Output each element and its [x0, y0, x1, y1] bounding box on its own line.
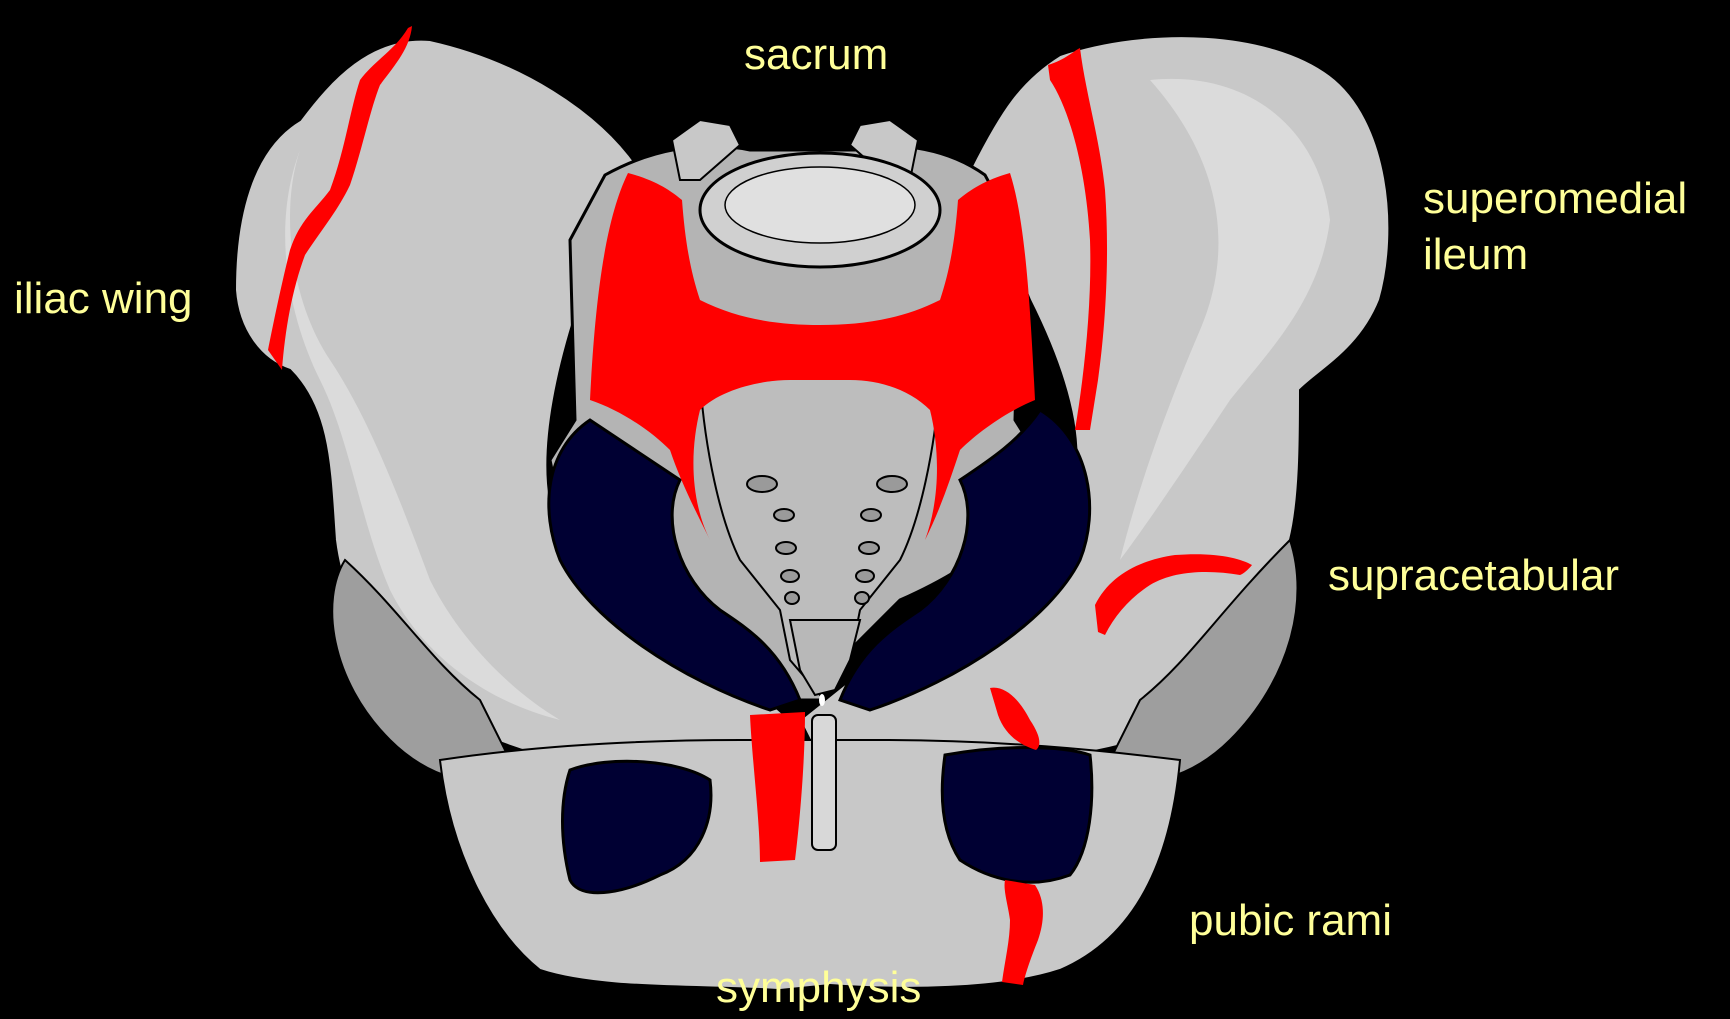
foramen-right-5 [855, 592, 869, 604]
right-obturator-foramen [942, 748, 1092, 883]
sacral-promontory-inner [725, 167, 915, 243]
supracetabular-label: supracetabular [1328, 548, 1619, 604]
superomedial-label-line2: ileum [1423, 227, 1687, 283]
pubic-symphysis [812, 715, 836, 850]
foramen-right-3 [859, 542, 879, 554]
foramen-right-4 [856, 570, 874, 582]
superomedial-label-line1: superomedial [1423, 171, 1687, 227]
foramen-right-1 [877, 476, 907, 492]
symphysis-label: symphysis [716, 960, 921, 1016]
sacrum-label: sacrum [744, 27, 888, 83]
foramen-left-2 [774, 509, 794, 521]
foramen-left-4 [781, 570, 799, 582]
iliac-wing-label: iliac wing [14, 271, 193, 327]
foramen-right-2 [861, 509, 881, 521]
foramen-left-3 [776, 542, 796, 554]
foramen-left-5 [785, 592, 799, 604]
foramen-left-1 [747, 476, 777, 492]
superomedial-ileum-label: superomedial ileum [1423, 171, 1687, 283]
coccyx-highlight [819, 694, 825, 706]
pubic-rami-label: pubic rami [1189, 893, 1392, 949]
